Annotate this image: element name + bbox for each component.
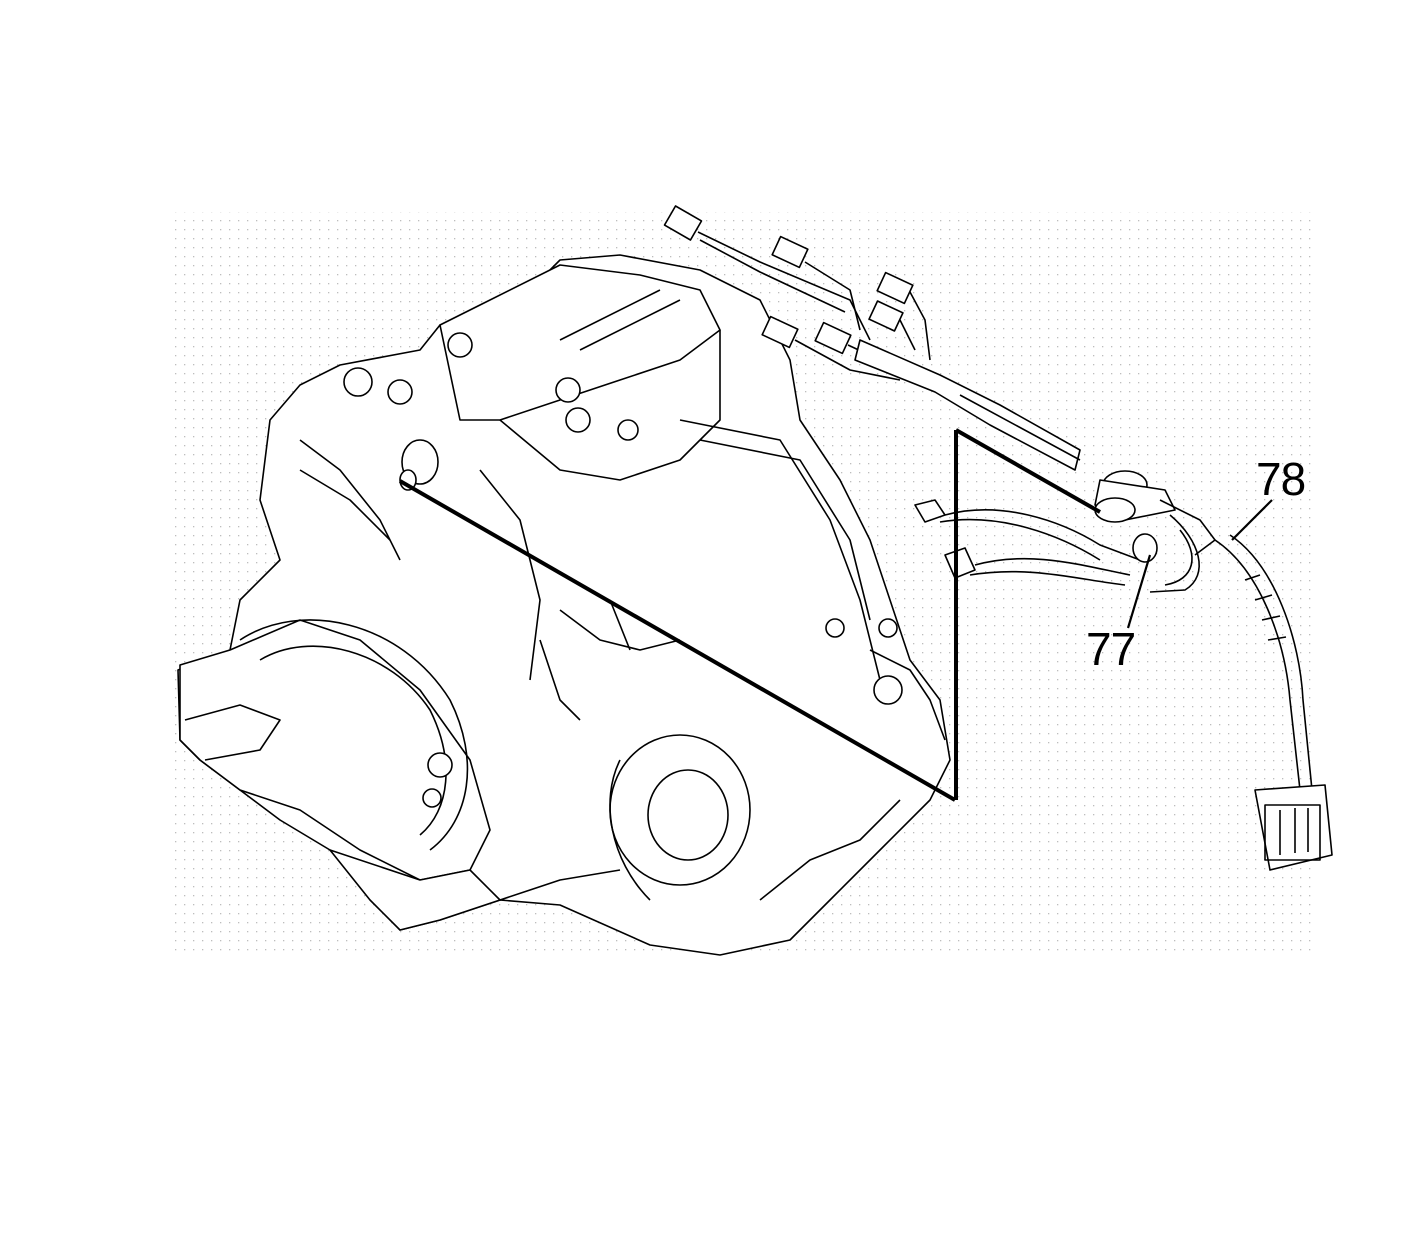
transaxle-housing [177,254,951,956]
callout-label-77: 77 [1086,623,1136,675]
wiring-harness [663,205,1333,871]
pointer-78 [1231,499,1273,541]
leader-lines [399,428,1101,802]
pointer-77 [1126,554,1152,629]
leader-line-sensor-port [399,479,956,802]
callout-label-78: 78 [1256,453,1306,505]
callout-pointers [1126,499,1273,629]
leader-line-harness [955,428,1101,514]
